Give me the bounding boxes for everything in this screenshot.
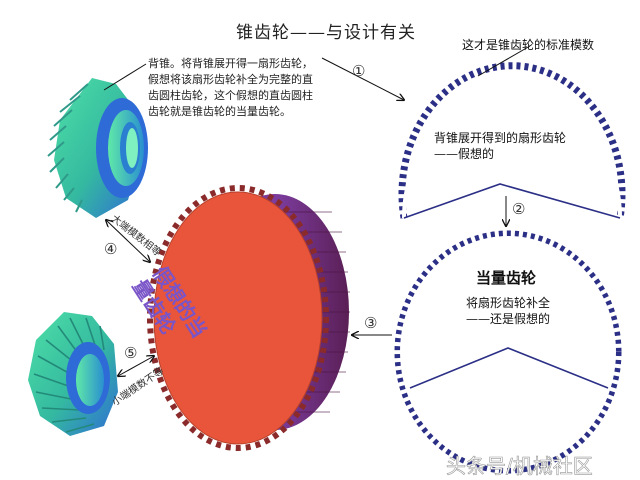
standard-module-label: 这才是锥齿轮的标准模数: [462, 38, 595, 52]
step-4-marker: ④: [104, 240, 118, 258]
sector-gear-label-line1: 背锥展开得到的扇形齿轮: [434, 131, 567, 145]
step-3-marker: ③: [364, 314, 378, 332]
diagram-title: 锥齿轮——与设计有关: [236, 23, 416, 43]
bevel-gear-large-end: [47, 78, 148, 218]
module-leader-line: [477, 45, 531, 77]
arrow-step-4: [106, 220, 150, 262]
equivalent-gear-outline: [394, 230, 622, 474]
back-cone-note: 背锥。将背锥展开得一扇形齿轮， 假想将该扇形齿轮补全为完整的直 齿圆柱齿轮，这个…: [148, 56, 318, 120]
equivalent-gear-desc: 将扇形齿轮补全 ——还是假想的: [466, 295, 550, 327]
spur-gear-3d: [147, 185, 350, 451]
equivalent-gear-desc-line2: ——还是假想的: [466, 312, 551, 326]
note-line: 齿圆柱齿轮，这个假想的直齿圆柱: [148, 89, 313, 102]
sector-gear-label: 背锥展开得到的扇形齿轮 ——假想的: [434, 130, 566, 162]
note-line: 齿轮就是锥齿轮的当量齿轮。: [148, 105, 291, 118]
equivalent-gear-title: 当量齿轮: [476, 269, 537, 287]
step-1-marker: ①: [352, 62, 366, 80]
step-5-marker: ⑤: [124, 344, 138, 362]
note-line: 假想将该扇形齿轮补全为完整的直: [148, 73, 313, 86]
bevel-gear-small-end: [28, 312, 118, 436]
watermark: 头条号/机械社区: [446, 454, 593, 479]
sector-gear-outline: [398, 62, 626, 219]
step-2-marker: ②: [512, 200, 526, 218]
note-leader-line: [103, 63, 147, 91]
arrow-step-1: [321, 57, 404, 100]
note-line: 背锥。将背锥展开得一扇形齿轮，: [148, 57, 313, 70]
equivalent-gear-desc-line1: 将扇形齿轮补全: [466, 296, 551, 310]
sector-gear-label-line2: ——假想的: [434, 147, 495, 161]
arrow-step-5: [118, 356, 154, 376]
